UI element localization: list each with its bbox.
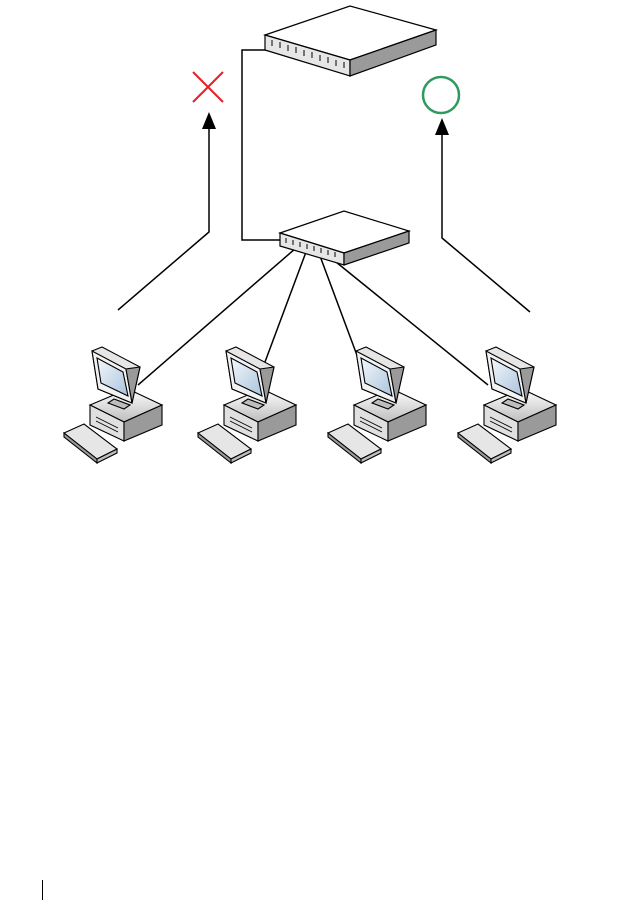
workstation-2-icon — [198, 347, 296, 463]
workstation-3-icon — [328, 347, 426, 463]
cable-pc-1 — [138, 248, 296, 385]
workstation-4-icon — [458, 347, 556, 463]
access-switch-icon — [280, 211, 409, 265]
uplink-cable — [242, 50, 292, 240]
allowed-marker — [423, 77, 459, 113]
links — [138, 50, 488, 385]
workstations — [64, 347, 556, 463]
arrow-right-head — [435, 118, 449, 135]
blocked-marker — [193, 72, 223, 102]
cable-pc-2 — [262, 252, 306, 370]
workstation-1-icon — [64, 347, 162, 463]
upstream-switch-icon — [265, 6, 436, 76]
arrow-right-path — [442, 134, 530, 312]
cable-pc-3 — [320, 256, 358, 358]
arrow-left-path — [118, 128, 209, 310]
arrow-left-head — [202, 112, 216, 129]
